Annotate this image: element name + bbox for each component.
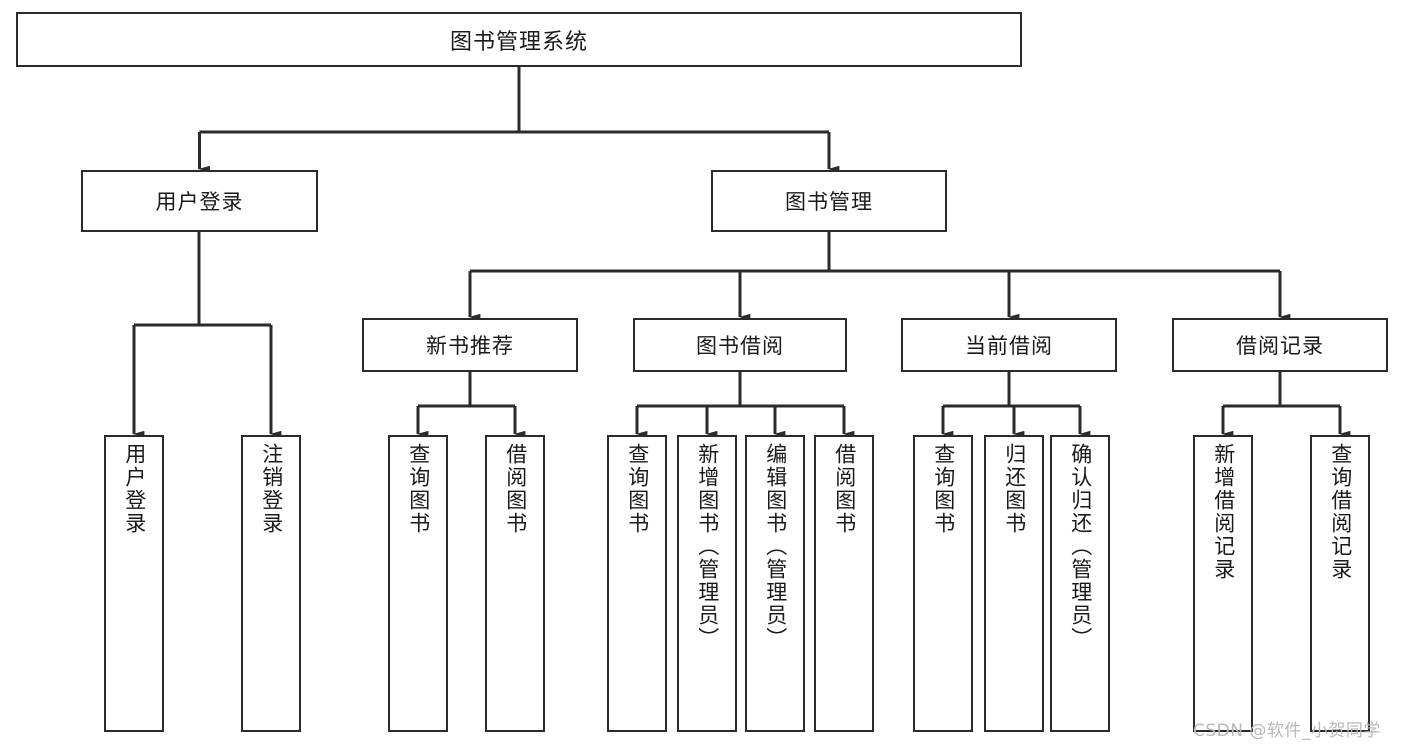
node-label: 编辑图书（管理员） — [763, 443, 788, 650]
node-label: 归还图书 — [1002, 443, 1027, 535]
node-label: 新书推荐 — [426, 334, 514, 358]
node-label: 查询图书 — [931, 443, 956, 535]
node-label: 新增图书（管理员） — [695, 443, 720, 650]
node-label: 借阅图书 — [503, 443, 528, 535]
node-label: 用户登录 — [155, 190, 244, 214]
node-leaf-edit-book[interactable]: 编辑图书（管理员） — [745, 435, 805, 732]
node-new-book-recommend[interactable]: 新书推荐 — [362, 318, 578, 372]
node-leaf-query-book-recommend[interactable]: 查询图书 — [388, 435, 448, 732]
node-leaf-confirm-return[interactable]: 确认归还（管理员） — [1050, 435, 1110, 732]
node-user-login[interactable]: 用户登录 — [81, 170, 318, 232]
node-label: 图书管理 — [785, 190, 873, 214]
node-label: 借阅记录 — [1236, 334, 1324, 358]
node-leaf-borrow-book[interactable]: 借阅图书 — [814, 435, 874, 732]
node-label: 查询图书 — [406, 443, 431, 535]
node-label: 注销登录 — [259, 443, 284, 535]
node-leaf-add-borrow-record[interactable]: 新增借阅记录 — [1193, 435, 1253, 732]
node-root[interactable]: 图书管理系统 — [16, 12, 1022, 67]
node-label: 查询图书 — [625, 443, 650, 535]
node-leaf-query-book-borrow[interactable]: 查询图书 — [607, 435, 667, 732]
node-leaf-query-book-current[interactable]: 查询图书 — [913, 435, 973, 732]
node-leaf-query-borrow-record[interactable]: 查询借阅记录 — [1310, 435, 1370, 732]
node-label: 图书管理系统 — [449, 29, 588, 55]
node-leaf-return-book[interactable]: 归还图书 — [984, 435, 1044, 732]
node-leaf-add-book[interactable]: 新增图书（管理员） — [677, 435, 737, 732]
node-label: 确认归还（管理员） — [1068, 443, 1093, 650]
node-leaf-borrow-book-recommend[interactable]: 借阅图书 — [485, 435, 545, 732]
node-book-borrow[interactable]: 图书借阅 — [633, 318, 847, 372]
node-book-manage[interactable]: 图书管理 — [711, 170, 947, 232]
node-label: 用户登录 — [122, 443, 147, 535]
watermark-text: CSDN @软件_小贺同学 — [1193, 721, 1381, 741]
node-label: 当前借阅 — [965, 334, 1053, 358]
node-label: 新增借阅记录 — [1211, 443, 1236, 581]
node-leaf-logout[interactable]: 注销登录 — [241, 435, 301, 732]
node-label: 图书借阅 — [696, 334, 784, 358]
node-label: 查询借阅记录 — [1328, 443, 1353, 581]
node-label: 借阅图书 — [832, 443, 857, 535]
node-borrow-record[interactable]: 借阅记录 — [1172, 318, 1388, 372]
node-current-borrow[interactable]: 当前借阅 — [901, 318, 1117, 372]
node-leaf-user-login[interactable]: 用户登录 — [104, 435, 164, 732]
